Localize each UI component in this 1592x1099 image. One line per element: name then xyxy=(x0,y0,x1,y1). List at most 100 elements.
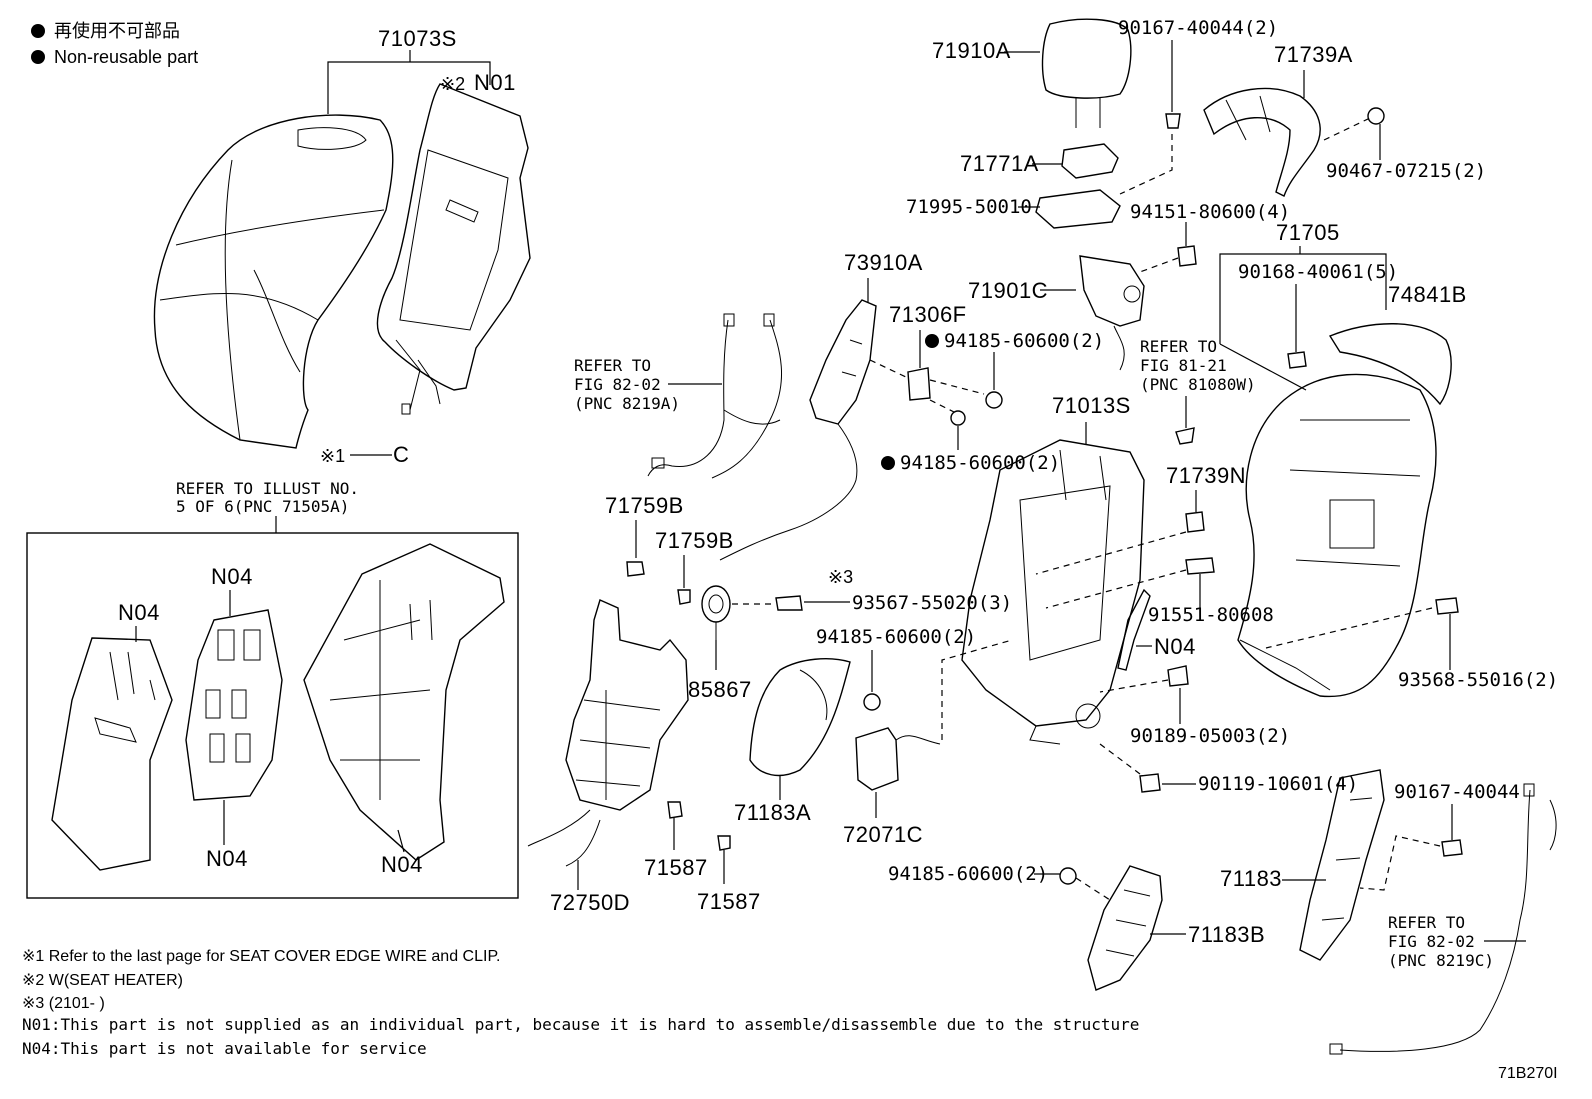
legend-en: Non-reusable part xyxy=(54,47,198,67)
legend-ja: 再使用不可部品 xyxy=(54,21,180,41)
footnote-5: N04:This part is not available for servi… xyxy=(22,1039,427,1058)
dashed-line xyxy=(1075,877,1111,901)
part-label-71183: 71183 xyxy=(1220,866,1282,891)
footnote-4: N01:This part is not supplied as an indi… xyxy=(22,1015,1139,1034)
seat-heater-drawing xyxy=(376,83,531,415)
dashed-line xyxy=(1099,743,1141,775)
part-label-71739N: 71739N xyxy=(1166,463,1246,488)
dashed-line xyxy=(1265,607,1433,649)
leader-line xyxy=(397,829,405,853)
bracket-drawing xyxy=(907,367,931,401)
side-airbag-drawing xyxy=(749,658,851,777)
part-label-94151-80600: 94151-80600(4) xyxy=(1130,201,1290,223)
clip-drawing xyxy=(667,801,683,819)
dashed-line xyxy=(1323,117,1371,141)
harness-right-drawing xyxy=(1329,783,1557,1055)
refer-8219C-line1: REFER TO xyxy=(1388,913,1465,932)
part-label-85867: 85867 xyxy=(688,677,752,702)
part-label-90167-40044: 90167-40044 xyxy=(1394,781,1520,803)
dashed-line xyxy=(1119,134,1173,195)
part-label-71183A: 71183A xyxy=(734,800,811,825)
footnote-1: ※1 Refer to the last page for SEAT COVER… xyxy=(22,948,501,965)
part-label-94185-60600: 94185-60600(2) xyxy=(816,626,976,648)
part-label-90168-40061: 90168-40061(5) xyxy=(1238,261,1398,283)
seat-back-board-drawing xyxy=(1237,373,1437,698)
speaker-drawing xyxy=(701,585,731,640)
part-label-N04: N04 xyxy=(206,846,248,871)
module-drawing xyxy=(855,727,941,791)
nut-drawing xyxy=(1059,867,1077,885)
nut-drawing xyxy=(1177,245,1197,267)
part-label-74841B: 74841B xyxy=(1388,282,1467,307)
part-label-N01: N01 xyxy=(474,70,516,95)
side-cover-drawing xyxy=(719,299,877,561)
headrest-drawing xyxy=(1041,18,1132,128)
dashed-line xyxy=(869,359,909,379)
wire-harness-drawing xyxy=(647,313,782,479)
legend-bullet-icon xyxy=(31,24,45,38)
part-label-71073S: 71073S xyxy=(378,26,457,51)
side-panel-drawing xyxy=(1087,865,1163,991)
legend-bullet-icon xyxy=(31,50,45,64)
inset-box xyxy=(26,532,519,899)
part-label-71587: 71587 xyxy=(644,855,708,880)
dashed-line xyxy=(929,399,955,413)
part-label-N04: N04 xyxy=(1154,634,1196,659)
note-mark-2: ※2 xyxy=(440,74,465,94)
part-label-71995-50010: 71995-50010 xyxy=(906,196,1032,218)
part-label-N04: N04 xyxy=(118,600,160,625)
part-label-71306F: 71306F xyxy=(889,302,967,327)
dashed-line xyxy=(1045,569,1187,609)
part-label-71587: 71587 xyxy=(697,889,761,914)
clip-drawing xyxy=(717,835,731,851)
figure-id: 71B270I xyxy=(1498,1065,1558,1082)
clip-drawing xyxy=(1167,665,1189,687)
refer-8121-line3: (PNC 81080W) xyxy=(1140,375,1256,394)
refer-8202-line3: (PNC 8219A) xyxy=(574,394,680,413)
inset-parts-drawing xyxy=(51,543,505,871)
clip-drawing xyxy=(677,589,691,605)
part-label-73910A: 73910A xyxy=(844,250,923,275)
part-label-71759B: 71759B xyxy=(605,493,684,518)
clip-drawing xyxy=(1185,511,1205,533)
dashed-line xyxy=(929,379,985,395)
refer-8121-line2: FIG 81-21 xyxy=(1140,356,1227,375)
clip-drawing xyxy=(626,561,645,577)
part-label-90467-07215: 90467-07215(2) xyxy=(1326,160,1486,182)
leader-line xyxy=(327,61,491,114)
dashed-line xyxy=(1359,835,1441,891)
headrest-mechanism-drawing xyxy=(1079,255,1145,371)
refer-illust-line2: 5 OF 6(PNC 71505A) xyxy=(176,497,349,516)
part-label-71901C: 71901C xyxy=(968,278,1048,303)
footnote-2: ※2 W(SEAT HEATER) xyxy=(22,972,183,989)
part-label-94185-60600: 94185-60600(2) xyxy=(900,452,1060,474)
refer-8121-line1: REFER TO xyxy=(1140,337,1217,356)
side-shield-drawing xyxy=(1299,769,1385,961)
clip-drawing xyxy=(1367,107,1385,125)
part-label-90119-10601: 90119-10601(4) xyxy=(1198,773,1358,795)
part-label-93568-55016: 93568-55016(2) xyxy=(1398,669,1558,691)
part-label-90167-40044: 90167-40044(2) xyxy=(1118,17,1278,39)
part-label-90189-05003: 90189-05003(2) xyxy=(1130,725,1290,747)
dashed-line xyxy=(941,639,1013,740)
back-board-drawing xyxy=(527,599,689,867)
screw-drawing xyxy=(1435,597,1459,615)
dashed-line xyxy=(1035,531,1187,575)
part-label-71183B: 71183B xyxy=(1188,922,1265,947)
nut-drawing xyxy=(985,391,1003,409)
bracket-drawing xyxy=(1117,588,1151,671)
part-label-71771A: 71771A xyxy=(960,151,1039,176)
screw-drawing xyxy=(1287,351,1307,369)
back-panel-top-drawing xyxy=(1328,323,1452,406)
note-mark-3: ※3 xyxy=(828,567,853,587)
nut-drawing xyxy=(950,410,966,426)
part-label-71013S: 71013S xyxy=(1052,393,1131,418)
part-label-94185-60600: 94185-60600(2) xyxy=(944,330,1104,352)
bolt-drawing xyxy=(1139,773,1161,793)
refer-8202-line1: REFER TO xyxy=(574,356,651,375)
footnote-3: ※3 (2101- ) xyxy=(22,995,105,1012)
refer-8202-line2: FIG 82-02 xyxy=(574,375,661,394)
screw-drawing xyxy=(1441,839,1463,857)
bolt-drawing xyxy=(1185,557,1215,575)
